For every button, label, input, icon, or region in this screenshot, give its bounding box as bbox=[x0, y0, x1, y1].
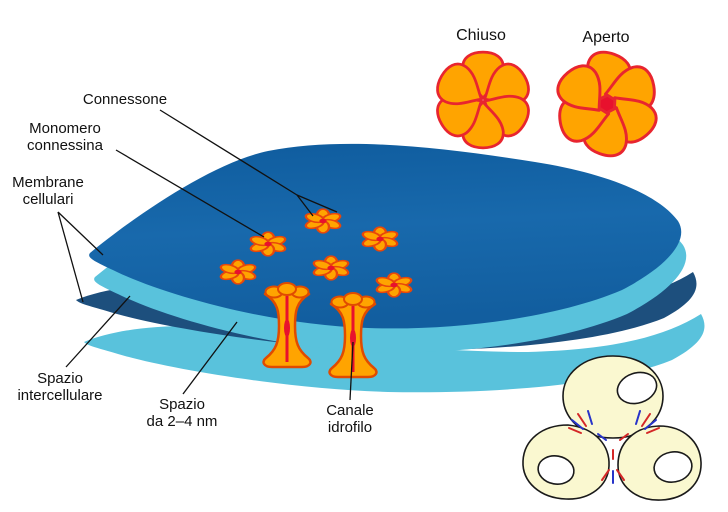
cells-figure bbox=[522, 355, 702, 501]
closed-connexon-figure bbox=[430, 50, 536, 150]
open-connexon-figure bbox=[549, 45, 665, 163]
label-connessone: Connessone bbox=[82, 91, 168, 108]
label-chiuso: Chiuso bbox=[456, 27, 506, 44]
label-monomero-connessina: Monomero connessina bbox=[27, 120, 103, 155]
label-aperto: Aperto bbox=[582, 29, 630, 46]
label-membrane-cellulari: Membrane cellulari bbox=[12, 174, 84, 209]
junction-dashes bbox=[568, 410, 660, 484]
leader-lines bbox=[57, 109, 354, 401]
label-spazio-intercellulare: Spazio intercellulare bbox=[17, 370, 103, 405]
label-canale-idrofilo: Canale idrofilo bbox=[326, 402, 374, 437]
label-spazio-2-4-nm: Spazio da 2–4 nm bbox=[146, 396, 218, 431]
